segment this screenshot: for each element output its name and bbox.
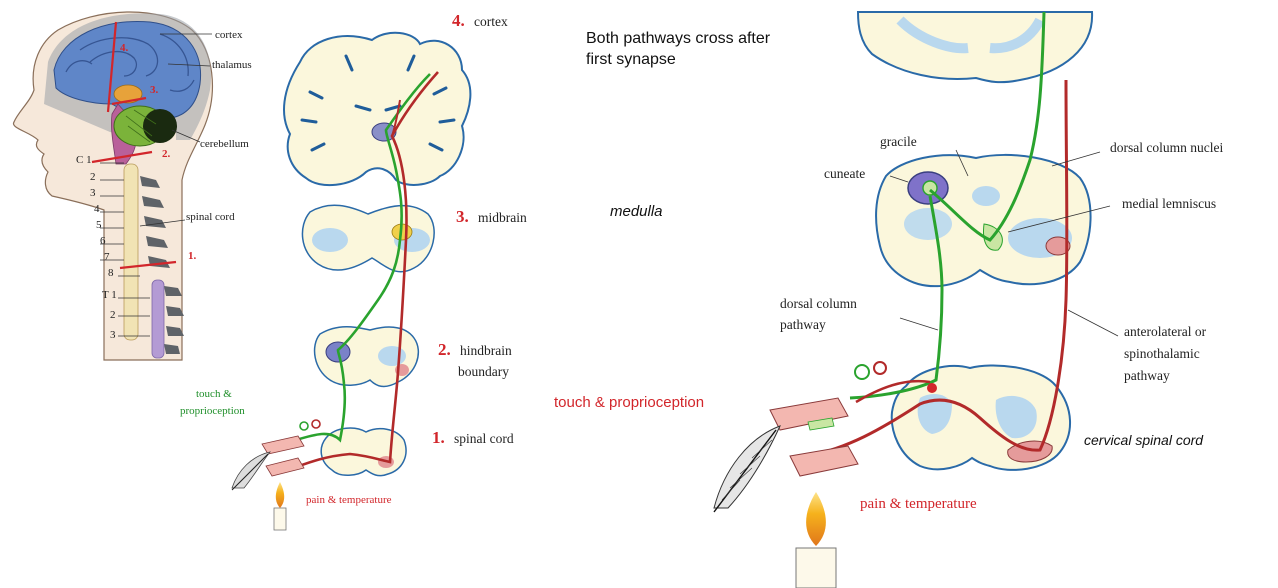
left-label-cortex: cortex [474, 14, 508, 29]
left-label-spinal-cord: spinal cord [454, 431, 514, 446]
vertebra-c1: C 1 [76, 154, 92, 166]
upper-section [856, 11, 1094, 84]
headline-line-2: first synapse [586, 51, 676, 68]
vertebra-3: 3 [90, 187, 96, 199]
head-illustration [12, 11, 213, 361]
right-label-touch: touch & proprioception [554, 394, 705, 411]
skin-patch-pain [265, 457, 305, 477]
vertebra-t1: T 1 [102, 289, 117, 301]
head-marker-4: 4. [120, 42, 129, 54]
vertebra-6: 6 [100, 235, 106, 247]
head-label-cerebellum: cerebellum [200, 138, 249, 150]
cerebellum-dark [143, 109, 177, 143]
skin-patch-touch [261, 435, 305, 455]
left-label-touch-1: touch & [196, 388, 232, 400]
right-label-gracile: gracile [880, 134, 917, 149]
right-label-anterolateral-1: anterolateral or [1124, 324, 1207, 339]
left-label-hindbrain: hindbrain [460, 343, 512, 358]
level-lines [91, 21, 177, 270]
cerebellum-folia [125, 109, 157, 143]
head-leaders [100, 33, 212, 337]
dorsal-column-tract [849, 195, 944, 400]
touch-tract-left [295, 73, 431, 443]
spinal-cord-lower [151, 279, 165, 359]
head-marker-2: 2. [162, 148, 171, 160]
left-num-3: 3. [456, 207, 469, 226]
spinal-cord-column [123, 163, 139, 341]
coronal-thalamus [371, 122, 397, 142]
candle-large [795, 547, 837, 588]
right-label-anterolateral-2: spinothalamic [1124, 346, 1200, 361]
left-label-boundary: boundary [458, 364, 509, 379]
gyri [65, 33, 195, 92]
left-num-1: 1. [432, 428, 445, 447]
right-label-dorsal-column-nuclei: dorsal column nuclei [1110, 140, 1224, 155]
right-label-dorsal-column-2: pathway [780, 317, 826, 332]
right-label-medial-lemniscus: medial lemniscus [1122, 196, 1217, 211]
coronal-brain [283, 31, 472, 187]
candle-small [273, 507, 287, 531]
left-num-4: 4. [452, 11, 465, 30]
thalamus [113, 84, 143, 104]
right-label-dorsal-column-1: dorsal column [780, 296, 857, 311]
spinothalamic-medulla [1045, 236, 1071, 256]
right-label-anterolateral-3: pathway [1124, 368, 1170, 383]
touch-tract-right [929, 11, 1046, 242]
right-label-medulla: medulla [610, 203, 663, 220]
headline-line-1: Both pathways cross after [586, 30, 771, 47]
flame-large [806, 492, 826, 546]
vertebra-2: 2 [90, 171, 96, 183]
flame-small [275, 482, 285, 508]
left-label-pain: pain & temperature [306, 494, 392, 506]
pain-tract-left [287, 71, 439, 472]
head-label-spinal-cord: spinal cord [186, 211, 235, 223]
right-pathway-illustration [713, 11, 1119, 588]
vertebra-5: 5 [96, 219, 102, 231]
right-label-pain: pain & temperature [860, 496, 977, 512]
skin-patch-pain-right [789, 445, 859, 477]
head-label-cortex: cortex [215, 29, 243, 41]
pain-tract-right [807, 79, 1069, 458]
left-pathway-illustration [231, 31, 472, 531]
vertebra-t2: 2 [110, 309, 116, 321]
right-leaders [889, 149, 1119, 337]
skin-patch-touch-right [769, 397, 849, 431]
right-label-cuneate: cuneate [824, 166, 866, 181]
vertebra-t3: 3 [110, 329, 116, 341]
vertebra-7: 7 [104, 251, 110, 263]
left-label-touch-2: proprioception [180, 405, 245, 417]
left-num-2: 2. [438, 340, 451, 359]
head-marker-1: 1. [188, 250, 197, 262]
gracile-nucleus [972, 186, 1000, 206]
right-label-cervical: cervical spinal cord [1084, 432, 1204, 448]
vertebra-4: 4 [94, 203, 100, 215]
left-label-midbrain: midbrain [478, 210, 527, 225]
head-label-thalamus: thalamus [212, 59, 252, 71]
head-marker-3: 3. [150, 84, 159, 96]
vertebra-8: 8 [108, 267, 114, 279]
coronal-sulci [300, 54, 456, 152]
